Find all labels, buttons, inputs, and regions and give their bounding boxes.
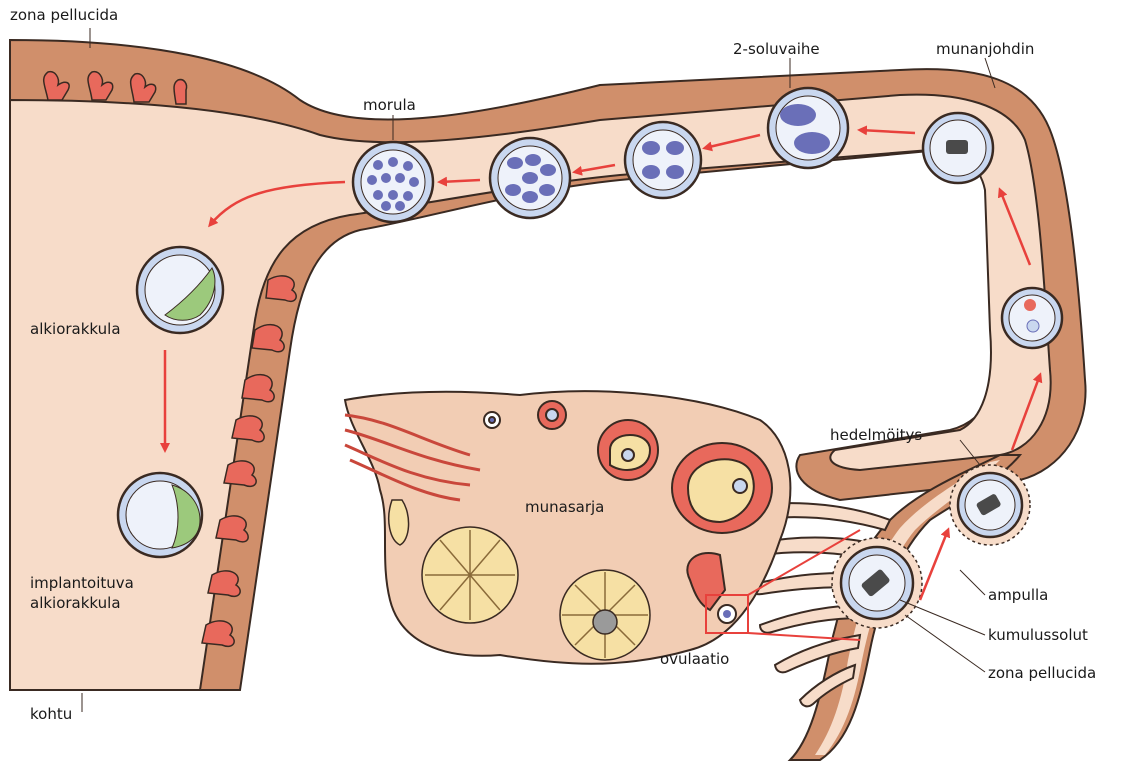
label-alkiorakkula: alkiorakkula: [30, 320, 121, 339]
stage-morula: [353, 142, 433, 222]
stage-cumulus-oocyte: [832, 538, 922, 628]
label-ovulaatio: ovulaatio: [660, 650, 729, 669]
label-hedelmoitys: hedelmöitys: [830, 426, 922, 445]
stage-four-cell: [625, 122, 701, 198]
label-ampulla: ampulla: [988, 586, 1048, 605]
stage-fertilization: [950, 465, 1030, 545]
label-two-cell: 2-soluvaihe: [733, 40, 820, 59]
ovulated-oocyte-nucleus: [723, 610, 731, 618]
label-zona-pellucida-top: zona pellucida: [10, 6, 118, 25]
label-munasarja: munasarja: [525, 498, 604, 517]
label-implantoituva-1: implantoituva: [30, 574, 134, 593]
stage-two-cell: [768, 88, 848, 168]
label-implantoituva-2: alkiorakkula: [30, 594, 121, 613]
stage-pronuclei: [1002, 288, 1062, 348]
label-morula: morula: [363, 96, 416, 115]
stage-eight-cell: [490, 138, 570, 218]
stage-blastocyst: [137, 247, 223, 333]
label-munanjohdin: munanjohdin: [936, 40, 1034, 59]
label-zona-pellucida-right: zona pellucida: [988, 664, 1096, 683]
stage-oocyte-meiosis: [923, 113, 993, 183]
label-kohtu: kohtu: [30, 705, 72, 724]
label-kumulussolut: kumulussolut: [988, 626, 1088, 645]
stage-implanting-blastocyst: [118, 473, 202, 557]
